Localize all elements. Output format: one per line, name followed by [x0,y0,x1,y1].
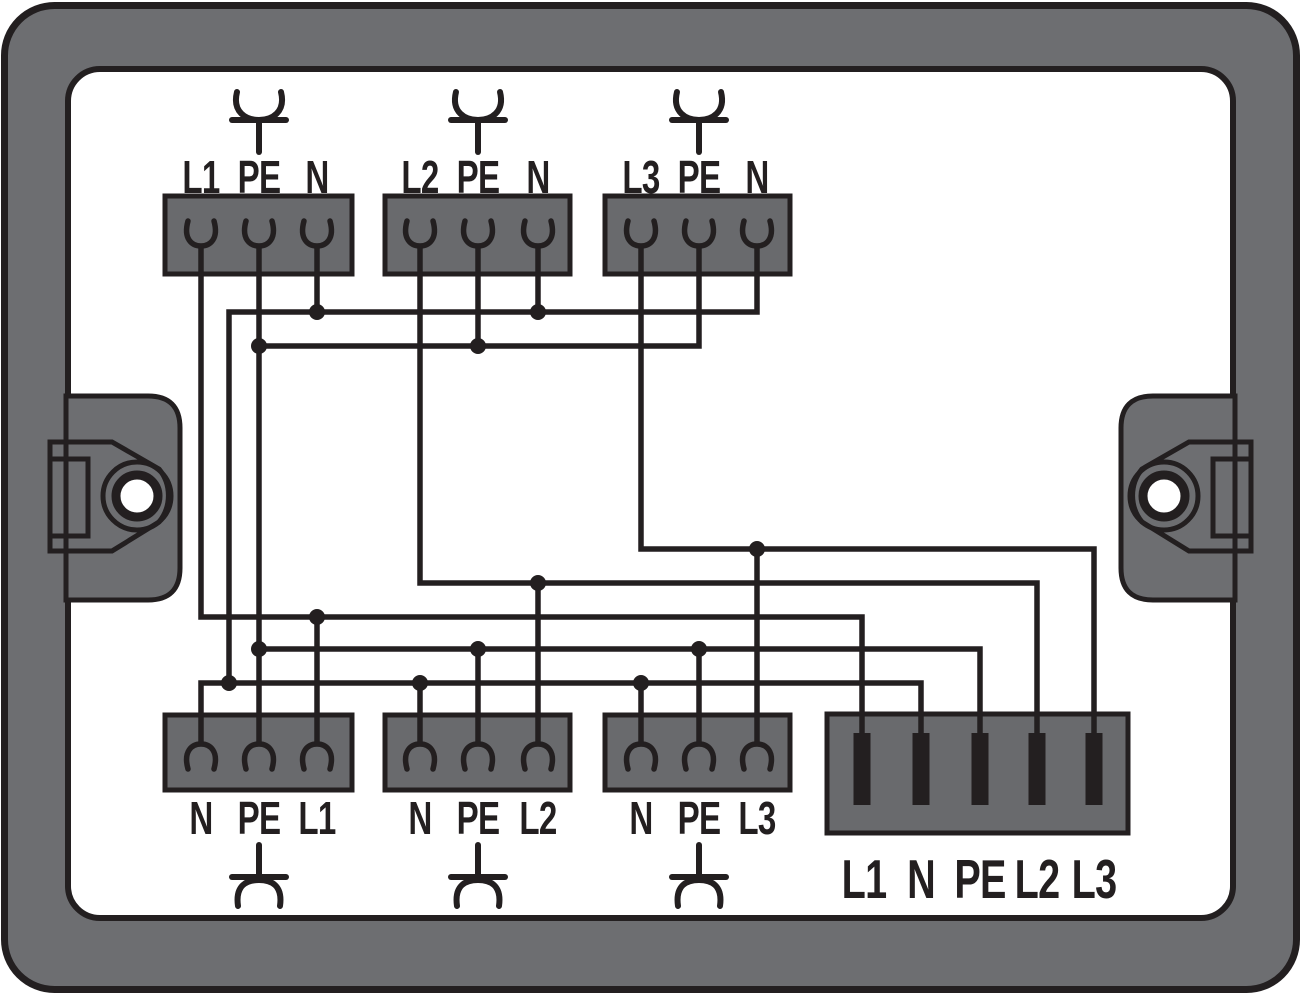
junction-dot [633,675,649,691]
terminal-label: N [305,153,328,203]
junction-dot [412,675,428,691]
pin-slot-L2 [1028,733,1046,805]
output-terminal-labels: N PE L1 N PE L2 N PE L3 [189,794,776,844]
terminal-label: PE [954,850,1005,911]
terminal-label: L2 [519,794,556,844]
terminal-label: N [629,794,652,844]
terminal-label: PE [457,153,500,203]
junction-dot [749,541,765,557]
terminal-label: L1 [842,850,887,911]
pin-slot-L1 [853,733,871,805]
terminal-label: PE [457,794,500,844]
screw-boss-bracket [50,456,91,539]
terminal-label: N [526,153,549,203]
plug-icon [448,842,508,909]
wire-N-top-bus [226,246,760,683]
pin-slot-PE [971,733,989,805]
mounting-tab-right [1118,393,1254,603]
plug-icon [669,842,729,909]
terminal-label: PE [238,153,281,203]
wire-L3 [638,246,1097,733]
junction-dot [691,641,707,657]
input-terminal-labels: L1 PE N L2 PE N L3 PE N [182,153,769,203]
socket-icon [669,89,729,155]
screw-hole-ring [1127,459,1201,533]
terminal-label: N [907,850,935,911]
junction-dot [309,609,325,625]
terminal-label: N [745,153,768,203]
multi-output-slots [853,733,1103,805]
wire-junctions [221,304,765,691]
wire-N-bottom-bus [198,680,924,744]
multi-output-labels: L1 N PE L2 L3 [842,850,1117,911]
terminal-label: L2 [1015,850,1060,911]
terminal-label: L1 [182,153,220,203]
mounting-tab-left [47,393,183,603]
terminal-label: L3 [1072,850,1117,911]
terminal-label: PE [678,153,721,203]
wire-L1 [198,246,865,733]
plug-icon [229,842,289,909]
junction-dot [470,641,486,657]
junction-dot [251,641,267,657]
wire-PE-bottom-bus [259,646,983,733]
plug-symbols [229,842,729,909]
terminal-label: N [189,794,212,844]
wire-PE-top-bus [259,246,702,349]
junction-dot [221,675,237,691]
wiring [198,246,1097,744]
junction-dot [530,304,546,320]
junction-dot [470,338,486,354]
terminal-label: L1 [298,794,336,844]
junction-dot [309,304,325,320]
screw-hole-icon [111,470,163,522]
terminal-label: L3 [622,153,659,203]
socket-icon [229,89,289,155]
pin-slot-L3 [1085,733,1103,805]
junction-dot [251,338,267,354]
socket-icon [448,89,508,155]
screw-hole-ring [100,459,174,533]
terminal-label: N [408,794,431,844]
wire-L2 [417,246,1040,733]
pin-slot-N [912,733,930,805]
terminal-label: PE [238,794,281,844]
terminal-label: L2 [401,153,438,203]
screw-boss-bracket [1210,456,1251,539]
screw-hole-icon [1138,470,1190,522]
terminal-label: PE [678,794,721,844]
terminal-label: L3 [738,794,775,844]
socket-symbols [229,89,729,155]
junction-dot [530,575,546,591]
